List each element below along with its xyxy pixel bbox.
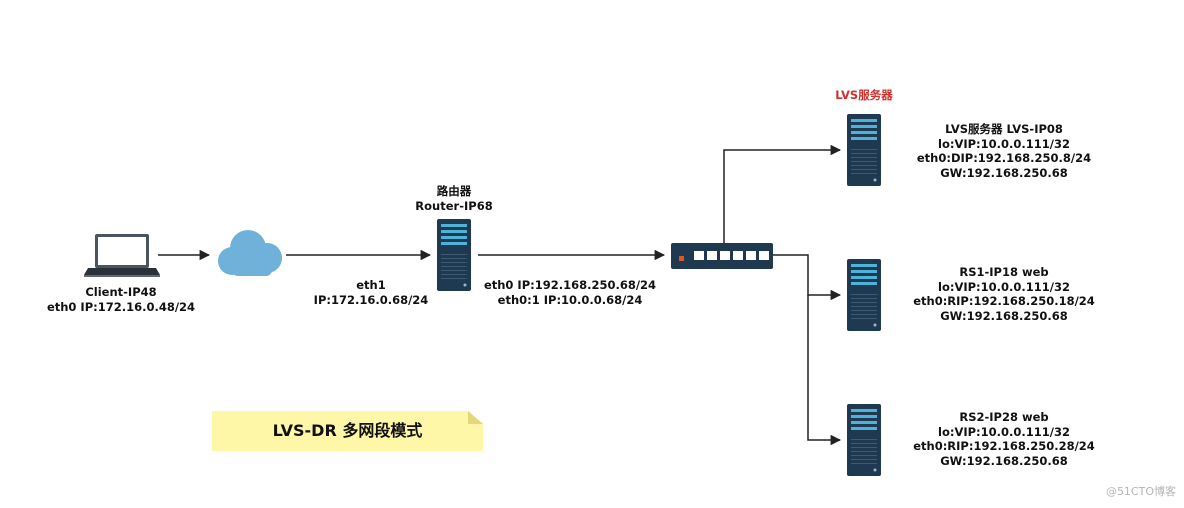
watermark: @51CTO博客 [1105, 485, 1176, 498]
link-switch-rs2 [807, 295, 842, 446]
lvs-header-text: LVS服务器 [835, 88, 893, 102]
router-eth1-ip: IP:172.16.0.68/24 [313, 292, 429, 307]
router-eth0-label: eth0 IP:192.168.250.68/24 eth0:1 IP:10.0… [484, 278, 656, 307]
rs2-server-icon [847, 404, 881, 476]
rs1-server-icon [847, 259, 881, 331]
rs1-line1: RS1-IP18 web [959, 265, 1049, 279]
router-label: 路由器 Router-IP68 [415, 184, 492, 213]
lvs-header: LVS服务器 [835, 88, 892, 103]
lvs-line3: eth0:DIP:192.168.250.8/24 [916, 151, 1092, 165]
client-ip: eth0 IP:172.16.0.48/24 [46, 299, 196, 314]
client-name: Client-IP48 [85, 285, 157, 299]
router-server-icon [437, 219, 471, 291]
router-eth1-label: eth1 IP:172.16.0.68/24 [314, 278, 429, 307]
switch-icon [671, 243, 773, 269]
lvs-line4: GW:192.168.250.68 [940, 165, 1068, 180]
rs2-line2: lo:VIP:10.0.0.111/32 [938, 424, 1070, 439]
client-label: Client-IP48 eth0 IP:172.16.0.48/24 [47, 285, 195, 314]
lvs-label: LVS服务器 LVS-IP08 lo:VIP:10.0.0.111/32 eth… [917, 122, 1091, 180]
cloud-icon [218, 230, 282, 276]
rs1-line3: eth0:RIP:192.168.250.18/24 [913, 294, 1095, 308]
router-eth0-1-ip: eth0:1 IP:10.0.0.68/24 [497, 292, 643, 307]
router-eth0-ip: eth0 IP:192.168.250.68/24 [483, 278, 657, 292]
router-eth1-name: eth1 [356, 278, 386, 292]
link-switch-rs1 [773, 254, 842, 301]
lvs-line1: LVS服务器 LVS-IP08 [945, 122, 1063, 136]
note-text: LVS-DR 多网段模式 [272, 421, 423, 440]
rs1-label: RS1-IP18 web lo:VIP:10.0.0.111/32 eth0:R… [913, 265, 1095, 323]
lvs-server-icon [847, 114, 881, 186]
rs2-line4: GW:192.168.250.68 [940, 453, 1068, 468]
rs2-label: RS2-IP28 web lo:VIP:10.0.0.111/32 eth0:R… [913, 410, 1095, 468]
router-name: Router-IP68 [415, 198, 493, 213]
rs1-line2: lo:VIP:10.0.0.111/32 [938, 279, 1070, 294]
rs1-line4: GW:192.168.250.68 [940, 308, 1068, 323]
laptop-icon [84, 234, 160, 277]
connections [158, 144, 842, 446]
link-switch-lvs [723, 144, 842, 243]
router-title: 路由器 [436, 184, 472, 198]
rs2-line3: eth0:RIP:192.168.250.28/24 [913, 439, 1095, 453]
lvs-line2: lo:VIP:10.0.0.111/32 [938, 136, 1070, 151]
note-box [212, 411, 483, 451]
rs2-line1: RS2-IP28 web [959, 410, 1049, 424]
